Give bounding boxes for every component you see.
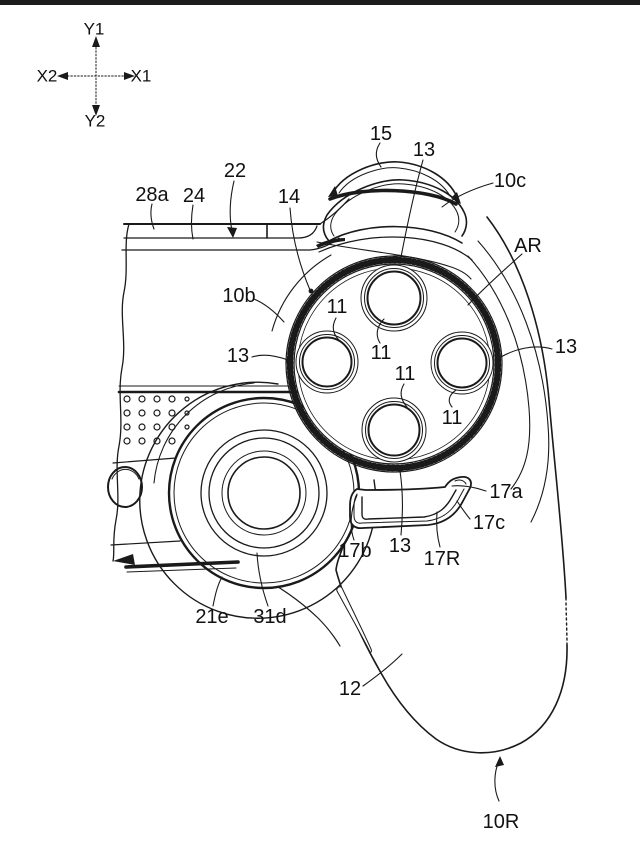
analog-stick xyxy=(153,382,361,590)
shoulder-buttons xyxy=(318,161,473,261)
ref-label-10c: 10c xyxy=(494,170,526,192)
ref-label-22: 22 xyxy=(224,160,246,182)
ref-label-17b: 17b xyxy=(338,540,371,562)
face-buttons xyxy=(295,264,494,463)
side-button-oval xyxy=(107,466,143,508)
ref-label-28a: 28a xyxy=(135,184,169,206)
ref-label-AR: AR xyxy=(514,235,542,257)
ref-label-21e: 21e xyxy=(195,606,228,628)
strap-hook xyxy=(349,475,472,530)
ref-label-11: 11 xyxy=(371,342,392,364)
ref-label-10R: 10R xyxy=(483,811,520,833)
scan-artifact-top-bar xyxy=(0,0,640,5)
ref-label-11: 11 xyxy=(442,407,463,429)
front-shell-bottom-edge xyxy=(113,554,240,573)
axes-cross-icon xyxy=(57,36,135,116)
ref-label-13: 13 xyxy=(413,139,435,161)
ref-label-10b: 10b xyxy=(222,285,255,307)
ref-label-17R: 17R xyxy=(424,548,461,570)
ref-label-17a: 17a xyxy=(489,481,523,503)
speaker-grille xyxy=(123,395,190,445)
ref-label-31d: 31d xyxy=(253,606,286,628)
ref-label-17c: 17c xyxy=(473,512,505,534)
ref-label-14: 14 xyxy=(278,186,300,208)
ref-label-12: 12 xyxy=(339,678,361,700)
ref-label-13: 13 xyxy=(227,345,249,367)
ref-label-15: 15 xyxy=(370,123,392,145)
ref-label-24: 24 xyxy=(183,185,205,207)
axis-label-X2: X2 xyxy=(37,67,58,86)
leader-lines xyxy=(150,142,553,802)
ref-label-13: 13 xyxy=(389,535,411,557)
body-crease xyxy=(316,241,472,280)
ref-label-13: 13 xyxy=(555,336,577,358)
axis-label-Y2: Y2 xyxy=(85,112,106,131)
ref-label-11: 11 xyxy=(327,296,348,318)
face-button-ring xyxy=(139,254,503,619)
axis-label-X1: X1 xyxy=(131,67,152,86)
axis-label-Y1: Y1 xyxy=(84,20,105,39)
ref-label-11: 11 xyxy=(395,363,416,385)
